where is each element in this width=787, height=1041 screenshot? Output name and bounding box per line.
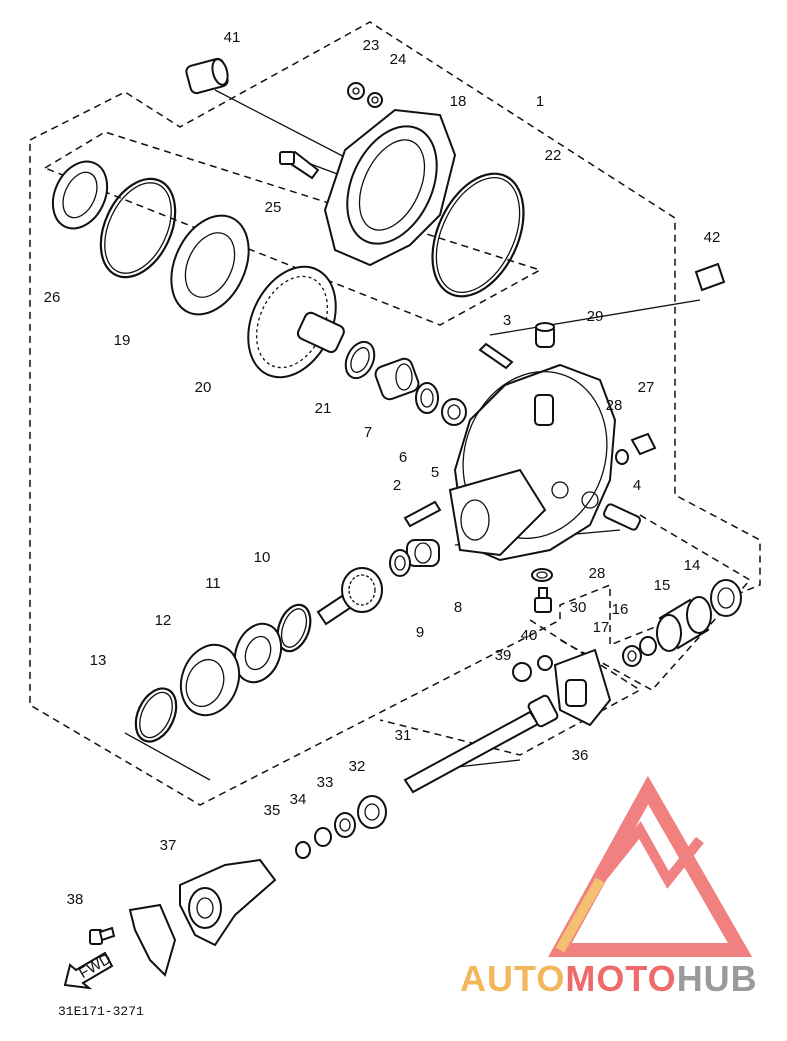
callout-number: 20 [195,379,212,396]
callout-number: 28 [606,397,623,414]
part-30-plug [534,587,552,613]
brand-part1: AUTO [460,958,566,999]
callout-number: 33 [317,774,334,791]
part-6-spacer [415,382,439,414]
part-2-stud [403,500,442,528]
callout-number: 39 [495,647,512,664]
callout-number: 19 [114,332,131,349]
final-gear-case [448,363,617,562]
part-27-bolt [630,432,657,456]
callout-number: 3 [503,312,511,329]
callout-number: 29 [587,308,604,325]
watermark-logo [548,775,753,957]
part-5-collar [441,398,467,426]
part-11-bearing [233,622,283,684]
part-3-stud [478,342,514,370]
part-15-sleeve [656,596,712,652]
callout-number: 5 [431,464,439,481]
part-18-housing [323,108,457,267]
callout-number: 4 [633,477,641,494]
part-22-o-ring [431,172,525,298]
fwd-arrow-icon: FWD [63,950,114,990]
part-10-o-ring [276,603,312,653]
callout-number: 41 [224,29,241,46]
part-29-cap [535,322,555,348]
callout-number: 14 [684,557,701,574]
part-39-nut [512,662,532,682]
callout-number: 34 [290,791,307,808]
part-16-washer [639,636,657,656]
callout-number: 18 [450,93,467,110]
part-12-bearing-housing [179,643,241,717]
callout-number: 8 [454,599,462,616]
callout-number: 7 [364,424,372,441]
part-32-seal [357,795,387,829]
drawing-code: 31E171-3271 [58,1004,144,1019]
part-17-nut [622,645,642,667]
part-8-bearing [406,539,440,567]
callout-number: 11 [205,575,221,592]
callout-number: 27 [638,379,655,396]
callout-number: 37 [160,837,177,854]
callout-number: 2 [393,477,401,494]
callout-number: 22 [545,147,562,164]
part-4-dowel [603,503,641,531]
part-40-washer [537,655,553,671]
leader-lines [124,89,701,781]
callout-number: 35 [264,802,281,819]
callout-number: 15 [654,577,671,594]
part-14-oil-seal [710,579,742,617]
callout-number: 9 [416,624,424,641]
watermark-brand: AUTOMOTOHUB [460,958,758,1000]
callout-number: 30 [570,599,587,616]
part-35-circlip [295,841,311,859]
part-34-circlip [314,827,332,847]
callout-number: 6 [399,449,407,466]
brand-part3: HUB [676,958,758,999]
part-41-bushing [185,57,229,95]
callout-number: 28 [589,565,606,582]
callout-number: 21 [315,400,332,417]
callout-number: 42 [704,229,721,246]
part-36-spring-flange [553,648,612,727]
part-33-washer [334,812,356,838]
callout-number: 31 [395,727,412,744]
part-28-washer-top [615,449,629,465]
part-9-spacer [389,549,411,577]
callout-number: 1 [536,93,544,110]
part-20-bearing [170,214,250,316]
part-38-bolt [89,926,116,945]
part-26-oil-seal [51,160,109,230]
callout-number: 26 [44,289,61,306]
brand-part2: MOTO [565,958,677,999]
callout-number: 23 [363,37,380,54]
part-28-washer-bottom [531,568,553,582]
callout-number: 25 [265,199,282,216]
callout-number: 38 [67,891,84,908]
part-23-nut [347,82,365,100]
part-42-shim [694,262,726,292]
callout-number: 24 [390,51,407,68]
callout-number: 17 [593,619,610,636]
part-25-bolt [279,150,320,180]
callout-number: 10 [254,549,271,566]
fwd-label: FWD [76,950,114,982]
part-7-bearing [374,357,420,401]
pinion-gear [316,567,383,626]
part-37-universal-joint [128,858,277,977]
ring-gear [247,265,345,379]
callout-number: 36 [572,747,589,764]
part-19-o-ring [99,177,177,279]
part-21-shim [344,340,376,380]
callout-number: 40 [521,627,538,644]
callout-number: 12 [155,612,172,629]
callout-number: 16 [612,601,629,618]
callout-number: 13 [90,652,107,669]
callout-number: 32 [349,758,366,775]
part-13-o-ring [134,687,178,743]
part-24-washer [367,92,383,108]
part-31-drive-shaft [403,694,559,794]
